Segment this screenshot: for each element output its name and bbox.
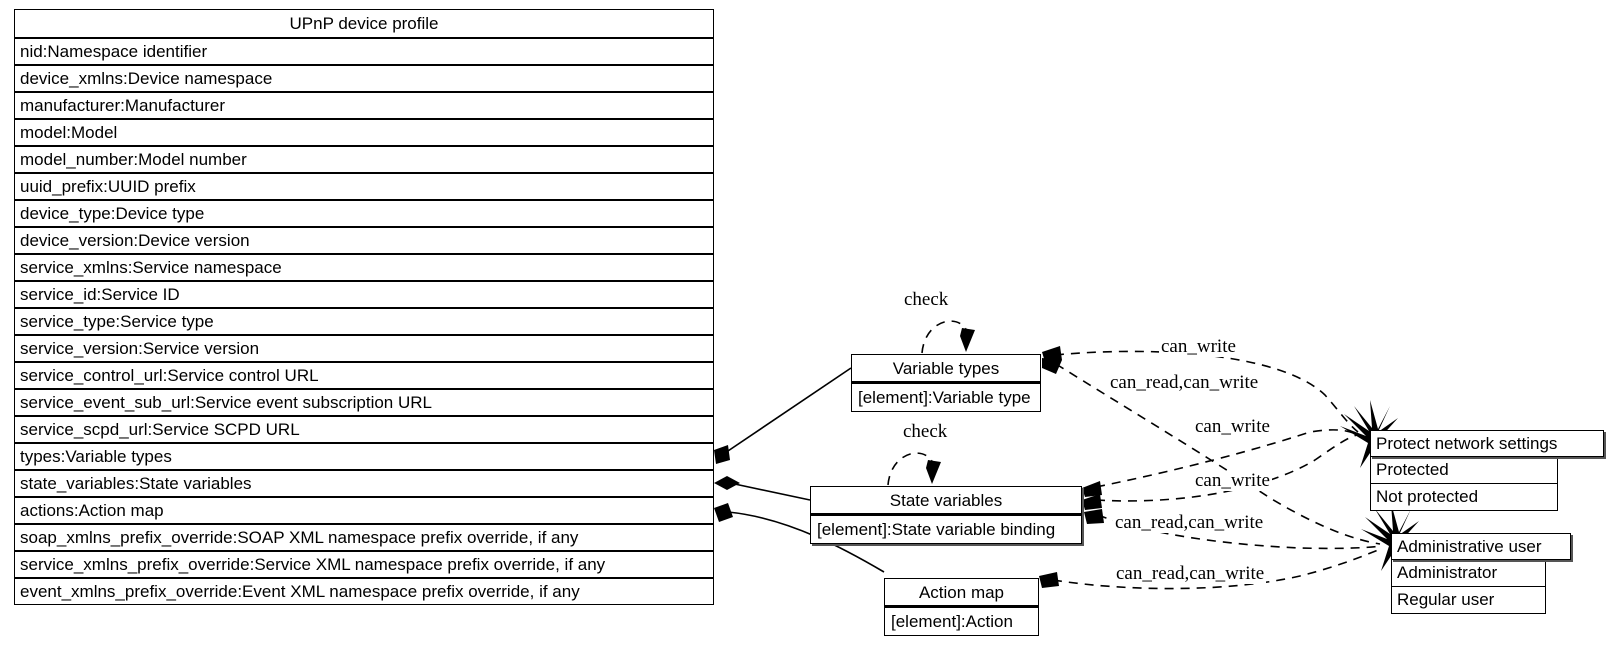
action-map-box: Action map [element]:Action [884,578,1039,636]
table-row: service_id:Service ID [14,281,714,308]
edge-label-check-variable-types: check [902,289,951,310]
table-row: device_xmlns:Device namespace [14,65,714,92]
table-row: soap_xmlns_prefix_override:SOAP XML name… [14,524,714,551]
profile-table-header: UPnP device profile [14,9,714,38]
variable-types-box: Variable types [element]:Variable type [851,354,1041,412]
dep-state-variables-protect-can-write-2 [1082,434,1359,510]
table-row: nid:Namespace identifier [14,38,714,65]
edge-label-check-state-variables: check [901,421,950,442]
table-row: state_variables:State variables [14,470,714,497]
table-row: service_type:Service type [14,308,714,335]
table-row: service_version:Service version [14,335,714,362]
self-loop-check-state-variables [887,452,941,486]
administrative-user-header: Administrative user [1391,533,1571,560]
table-row: service_xmlns:Service namespace [14,254,714,281]
table-row: event_xmlns_prefix_override:Event XML na… [14,578,714,605]
table-row: actions:Action map [14,497,714,524]
table-row: types:Variable types [14,443,714,470]
table-row: model_number:Model number [14,146,714,173]
table-row: uuid_prefix:UUID prefix [14,173,714,200]
action-map-element-row: [element]:Action [884,607,1039,636]
edge-label-variable-types-protect-can-write: can_write [1159,336,1238,357]
state-variables-box: State variables [element]:State variable… [810,486,1082,544]
administrative-user-option: Administrator [1391,560,1546,587]
table-row: service_scpd_url:Service SCPD URL [14,416,714,443]
table-row: service_event_sub_url:Service event subs… [14,389,714,416]
edge-label-state-variables-protect-can-write-2: can_write [1193,470,1272,491]
dep-state-variables-protect-can-write [1082,429,1359,497]
dep-action-map-admin-can-read-write [1039,547,1384,590]
state-variables-element-row: [element]:State variable binding [810,515,1082,544]
composition-types [714,367,852,464]
protect-network-settings-option: Not protected [1370,484,1558,511]
dep-variable-types-protect-can-write [1042,346,1359,433]
action-map-header: Action map [884,578,1039,607]
edge-label-action-map-admin-can-read-write: can_read,can_write [1114,563,1267,584]
edge-label-variable-types-admin-can-read-write: can_read,can_write [1108,372,1261,393]
self-loop-check-variable-types [921,320,975,354]
table-row: service_xmlns_prefix_override:Service XM… [14,551,714,578]
table-row: service_control_url:Service control URL [14,362,714,389]
upnp-device-profile-table: UPnP device profile nid:Namespace identi… [14,9,714,605]
table-row: device_version:Device version [14,227,714,254]
table-row: manufacturer:Manufacturer [14,92,714,119]
variable-types-element-row: [element]:Variable type [851,383,1041,412]
protect-network-settings-box: Protect network settings Protected Not p… [1370,430,1604,511]
administrative-user-box: Administrative user Administrator Regula… [1391,533,1571,614]
edge-label-state-variables-protect-can-write: can_write [1193,416,1272,437]
protect-network-settings-option: Protected [1370,457,1558,484]
administrative-user-option: Regular user [1391,587,1546,614]
edge-label-state-variables-admin-can-read-write: can_read,can_write [1113,512,1266,533]
table-row: device_type:Device type [14,200,714,227]
table-row: model:Model [14,119,714,146]
dep-state-variables-admin-can-read-write [1084,509,1383,550]
composition-state-variables [714,476,811,501]
state-variables-header: State variables [810,486,1082,515]
protect-network-settings-header: Protect network settings [1370,430,1604,457]
variable-types-header: Variable types [851,354,1041,383]
